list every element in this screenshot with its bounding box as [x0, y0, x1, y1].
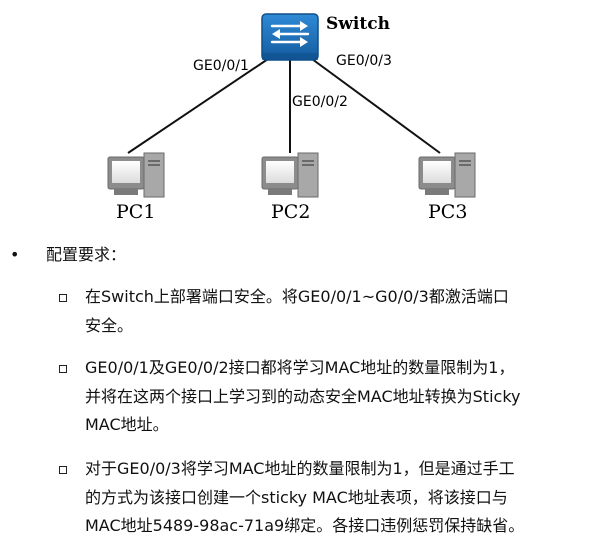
pc-icon — [107, 152, 165, 198]
requirement-line: 的方式为该接口创建一个sticky MAC地址表项，将该接口与 — [85, 487, 508, 507]
requirement-line: 在Switch上部署端口安全。将GE0/0/1~G0/0/3都激活端口 — [85, 287, 509, 306]
requirement-item: 对于GE0/0/3将学习MAC地址的数量限制为1，但是通过手工 的方式为该接口创… — [59, 455, 605, 541]
pc-label-pc1: PC1 — [116, 201, 155, 223]
requirement-line: 并将在这两个接口上学习到的动态安全MAC地址转换为Sticky — [85, 386, 521, 406]
port-label-ge0-0-3: GE0/0/3 — [336, 53, 392, 69]
pc-label-pc3: PC3 — [428, 201, 467, 223]
requirement-line: MAC地址5489-98ac-71a9绑定。各接口违例惩罚保持缺省。 — [85, 516, 525, 535]
requirement-line: 对于GE0/0/3将学习MAC地址的数量限制为1，但是通过手工 — [85, 459, 515, 478]
port-label-ge0-0-1: GE0/0/1 — [193, 58, 249, 74]
requirement-item: 在Switch上部署端口安全。将GE0/0/1~G0/0/3都激活端口 安全。 — [59, 283, 605, 340]
link-pc1 — [127, 58, 269, 154]
requirement-line: 安全。 — [85, 315, 134, 335]
square-bullet-icon — [59, 294, 67, 302]
requirement-item: GE0/0/1及GE0/0/2接口都将学习MAC地址的数量限制为1， 并将在这两… — [59, 354, 605, 440]
bullet-dot: • — [10, 245, 20, 264]
requirements-heading: • 配置要求： — [10, 243, 126, 267]
switch-label: Switch — [326, 14, 390, 34]
network-topology-diagram: Switch GE0/0/1 GE0/0/2 GE0/0/3 PC1 PC2 P… — [107, 13, 476, 223]
pc-icon — [261, 152, 319, 198]
requirements-title: 配置要求： — [46, 245, 127, 264]
square-bullet-icon — [59, 466, 67, 474]
square-bullet-icon — [59, 365, 67, 373]
pc-label-pc2: PC2 — [271, 201, 310, 223]
link-pc3 — [311, 58, 441, 154]
requirement-line: MAC地址。 — [85, 415, 169, 434]
port-label-ge0-0-2: GE0/0/2 — [292, 94, 348, 110]
network-links — [127, 58, 441, 154]
requirement-line: GE0/0/1及GE0/0/2接口都将学习MAC地址的数量限制为1， — [85, 358, 515, 377]
switch-icon — [261, 13, 319, 61]
pc-icon — [418, 152, 476, 198]
